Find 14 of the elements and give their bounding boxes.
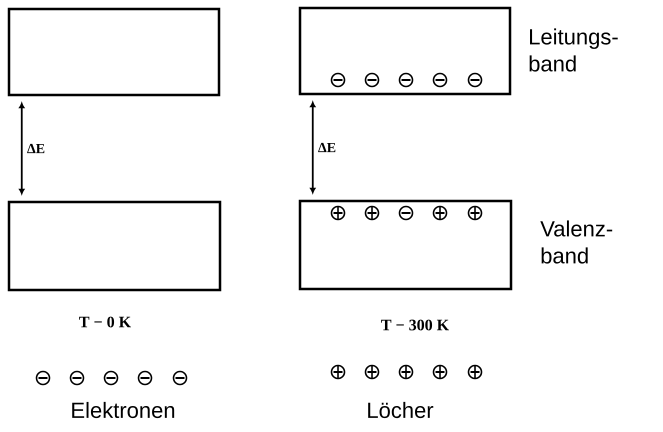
band-box [298, 6, 512, 96]
caption-label: Elektronen [72, 402, 174, 418]
arrow [18, 102, 25, 194]
edge-label: ΔE [27, 144, 44, 154]
temperature-label: T − 300 K [381, 320, 449, 330]
band-box [8, 8, 220, 96]
caption-label: Löcher [368, 402, 434, 418]
arrow [310, 102, 316, 194]
band-box [298, 200, 512, 290]
band-label: Leitungs- band [530, 28, 618, 72]
band-box [8, 200, 222, 292]
edge-label: ΔE [318, 142, 336, 152]
band-label: Valenz- band [540, 220, 612, 264]
temperature-label: T − 0 K [79, 316, 131, 328]
